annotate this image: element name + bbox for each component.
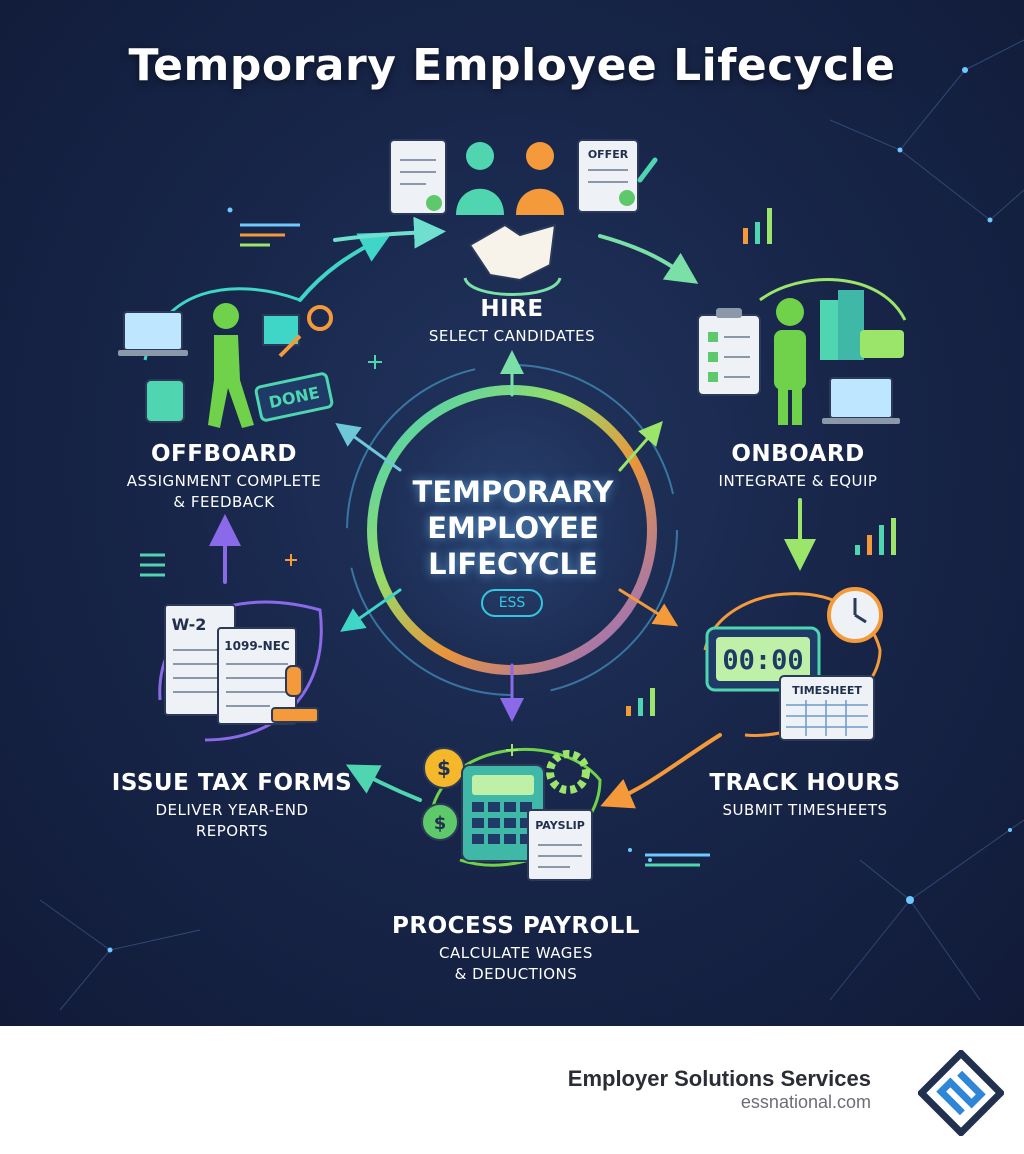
stage-offboard: OFFBOARD ASSIGNMENT COMPLETE & FEEDBACK xyxy=(74,441,374,513)
stage-description: SELECT CANDIDATES xyxy=(428,327,596,345)
stage-name: ONBOARD xyxy=(731,441,865,467)
hub-glow xyxy=(322,340,702,720)
stage-name: OFFBOARD xyxy=(150,441,298,467)
stage-hire: HIRE SELECT CANDIDATES xyxy=(362,296,662,347)
hub-spokes xyxy=(335,350,679,722)
cycle-arrows xyxy=(209,216,816,809)
network-nodes xyxy=(107,67,1012,953)
track-hours-icon xyxy=(705,587,883,741)
hire-icon xyxy=(389,139,658,282)
stage-name: PROCESS PAYROLL xyxy=(392,913,640,939)
stage-description-line: REPORTS xyxy=(195,822,269,840)
stage-description: INTEGRATE & EQUIP xyxy=(718,472,878,490)
timer-display-text: 00:00 xyxy=(722,645,803,676)
stage-description: DELIVER YEAR-END REPORTS xyxy=(82,800,382,842)
stage-description: SUBMIT TIMESHEETS xyxy=(722,801,888,819)
page-title: Temporary Employee Lifecycle xyxy=(128,40,896,91)
stage-description-line: CALCULATE WAGES xyxy=(439,944,593,962)
stage-track-hours: TRACK HOURS SUBMIT TIMESHEETS xyxy=(655,770,955,821)
stage-name: ISSUE TAX FORMS xyxy=(111,770,353,796)
hub-title: TEMPORARY EMPLOYEE LIFECYCLE xyxy=(395,474,631,582)
brand-name: Employer Solutions Services xyxy=(567,1066,871,1091)
brand-url[interactable]: essnational.com xyxy=(740,1092,871,1112)
diagram-canvas: OFFER DONE 00:00 TIMESHEET PAYSLIP W-2 1… xyxy=(0,0,1024,1026)
offboard-icon xyxy=(118,303,334,428)
tax-forms-icon xyxy=(164,604,319,725)
footer xyxy=(0,1026,1024,1154)
hub-title-line: LIFECYCLE xyxy=(428,547,598,581)
stage-name: HIRE xyxy=(480,296,544,322)
stage-description-line: ASSIGNMENT COMPLETE xyxy=(126,472,322,490)
sparkles xyxy=(285,355,518,756)
bar-decoration-1 xyxy=(743,208,772,244)
dollar-coin-icon: $ xyxy=(437,756,451,780)
dash-decoration xyxy=(140,223,710,867)
diagram-graphics: OFFER DONE 00:00 TIMESHEET PAYSLIP W-2 1… xyxy=(39,39,1024,1011)
payslip-text: PAYSLIP xyxy=(535,819,585,832)
hub-title-line: TEMPORARY xyxy=(412,475,614,509)
dollar-coin-icon-2: $ xyxy=(434,813,447,834)
form-1099-text: 1099-NEC xyxy=(224,639,290,653)
stage-onboard: ONBOARD INTEGRATE & EQUIP xyxy=(648,441,948,492)
bar-decoration-3 xyxy=(626,688,655,716)
stage-description-line: & DEDUCTIONS xyxy=(454,965,578,983)
hub-outer-ring xyxy=(346,364,678,696)
stage-issue-tax-forms: ISSUE TAX FORMS DELIVER YEAR-END REPORTS xyxy=(82,770,382,842)
payroll-icon xyxy=(421,747,593,881)
stage-process-payroll: PROCESS PAYROLL CALCULATE WAGES & DEDUCT… xyxy=(346,913,686,985)
onboard-icon xyxy=(697,290,904,425)
timesheet-text: TIMESHEET xyxy=(792,684,862,697)
bar-decoration-2 xyxy=(855,518,896,555)
offer-doc-text: OFFER xyxy=(588,148,629,161)
hub-title-line: EMPLOYEE xyxy=(427,511,599,545)
stage-description-line: DELIVER YEAR-END xyxy=(155,801,309,819)
stage-name: TRACK HOURS xyxy=(709,770,901,796)
ess-logo-icon xyxy=(918,1050,1004,1136)
hub-badge: ESS xyxy=(481,589,543,617)
network-decoration xyxy=(39,39,1024,1011)
stage-description: CALCULATE WAGES & DEDUCTIONS xyxy=(346,943,686,985)
stage-description-line: & FEEDBACK xyxy=(173,493,275,511)
w2-form-text: W-2 xyxy=(172,615,207,634)
stage-description: ASSIGNMENT COMPLETE & FEEDBACK xyxy=(74,471,374,513)
